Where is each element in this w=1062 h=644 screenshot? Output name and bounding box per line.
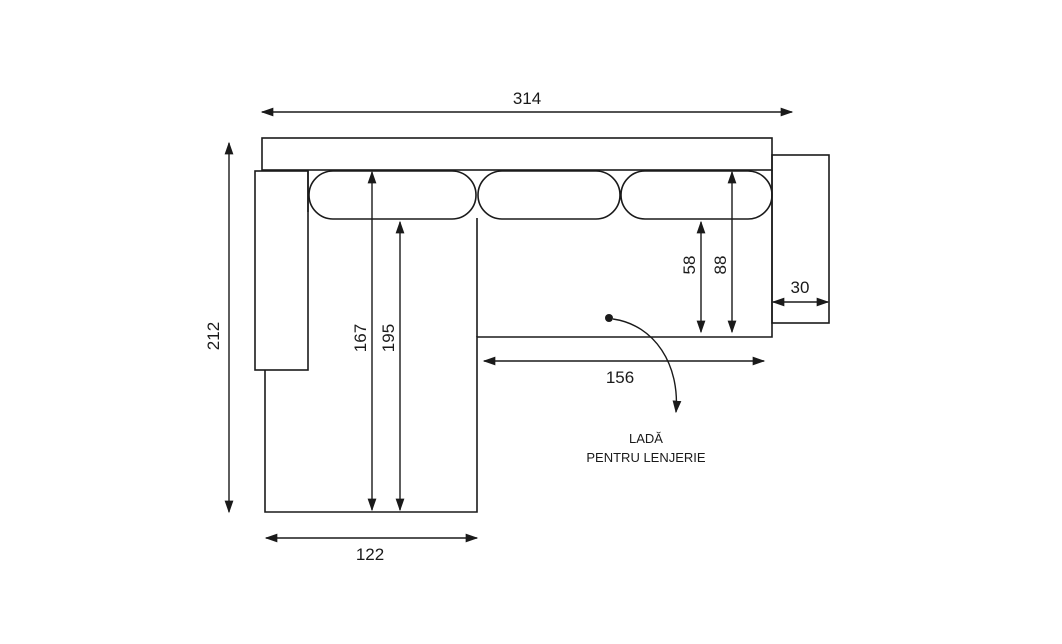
- label-314: 314: [513, 89, 541, 108]
- sofa-outline: [254, 137, 830, 513]
- label-30: 30: [791, 278, 810, 297]
- label-88: 88: [711, 256, 730, 275]
- dimension-total-width: 314: [260, 89, 794, 117]
- left-side-panel: [254, 170, 309, 371]
- dimension-total-seat-depth: 88: [711, 170, 737, 334]
- cushion-left: [308, 170, 477, 220]
- label-156: 156: [606, 368, 634, 387]
- storage-marker-dot: [605, 314, 613, 322]
- label-167: 167: [351, 324, 370, 352]
- right-armrest: [771, 154, 830, 324]
- dimension-seat-width: 156: [482, 356, 766, 387]
- dimension-seat-depth: 58: [680, 220, 706, 334]
- label-212: 212: [204, 322, 223, 350]
- label-122: 122: [356, 545, 384, 564]
- label-58: 58: [680, 256, 699, 275]
- cushion-right: [620, 170, 773, 220]
- label-195: 195: [379, 324, 398, 352]
- dimension-chaise-total-depth: 195: [379, 220, 405, 512]
- seat-outline: [264, 170, 773, 513]
- dimension-armrest-width: 30: [771, 278, 830, 307]
- storage-annotation: LADĂ PENTRU LENJERIE: [586, 314, 706, 465]
- storage-pointer-arrow: [612, 318, 682, 414]
- storage-label-line1: LADĂ: [629, 431, 663, 446]
- dimension-total-depth: 212: [204, 141, 234, 514]
- storage-label-line2: PENTRU LENJERIE: [586, 450, 706, 465]
- cushion-middle: [477, 170, 621, 220]
- dimension-chaise-width: 122: [264, 533, 479, 564]
- dimension-chaise-seat-depth: 167: [351, 170, 377, 512]
- backrest: [261, 137, 773, 171]
